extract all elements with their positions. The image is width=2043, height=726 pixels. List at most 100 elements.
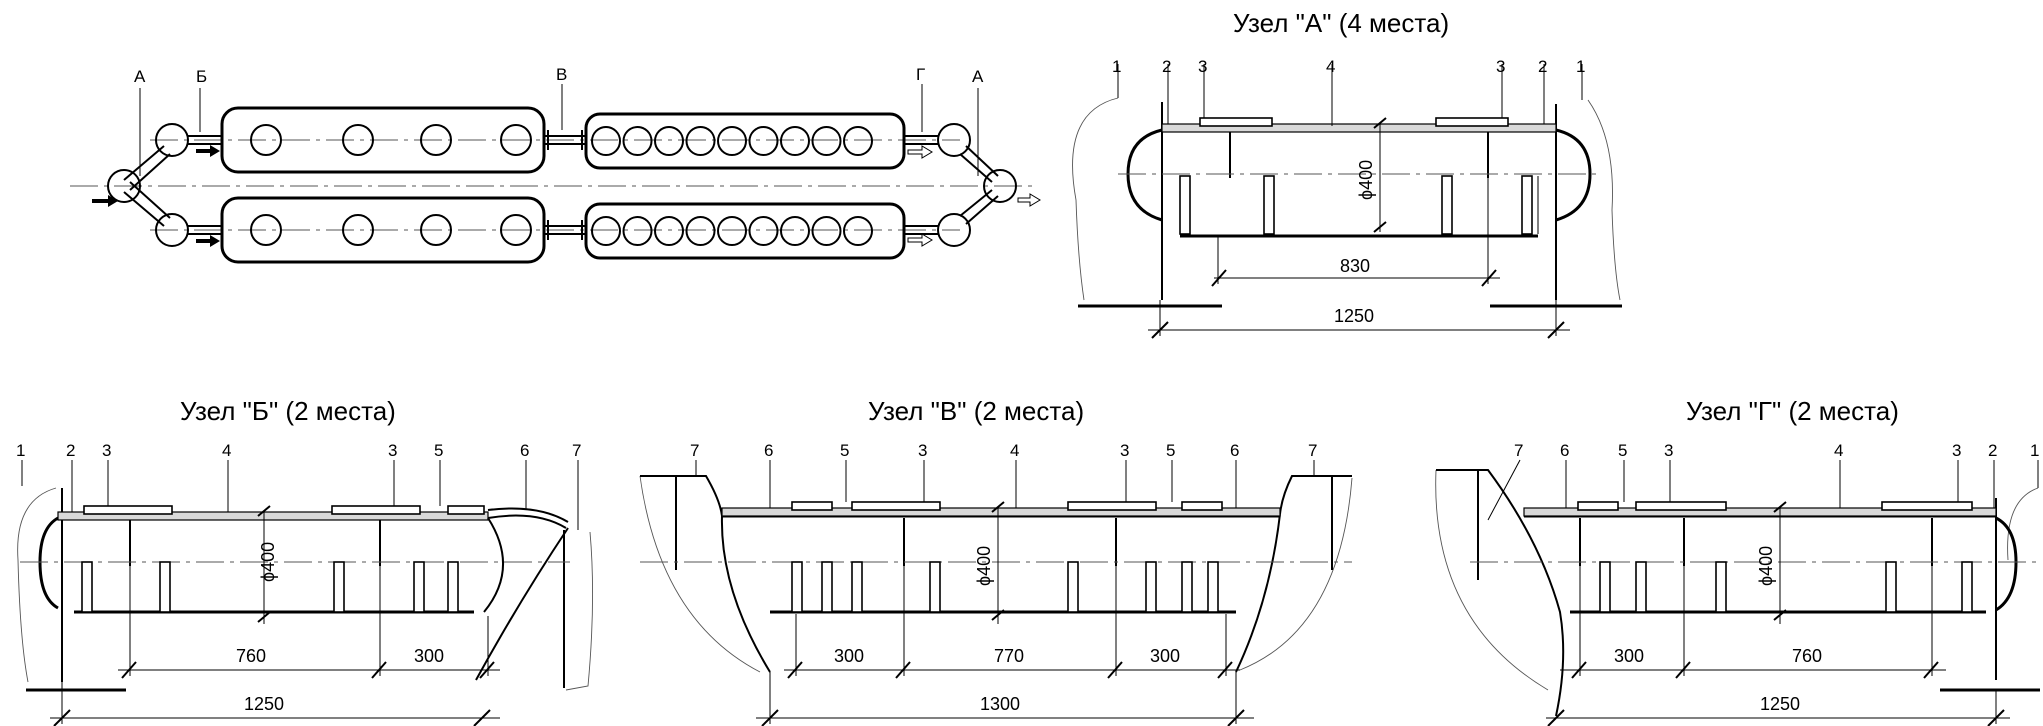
node-v-drawing: Узел "В" (2 места) ϕ400 [639,396,1353,726]
node-a-dim-inner: 830 [1340,256,1370,276]
part-label: 7 [1514,441,1523,460]
node-g-drawing: Узел "Г" (2 места) ϕ400 [1435,396,2040,726]
node-b-dim-2: 300 [414,646,444,666]
porthole-icon [342,124,374,156]
part-label: 4 [1010,441,1019,460]
porthole-icon [420,214,452,246]
flow-arrows [92,145,1041,247]
part-label: 5 [1166,441,1175,460]
porthole-icon [717,126,747,156]
scheme-label-v: В [556,65,567,84]
part-label: 6 [1560,441,1569,460]
part-label: 6 [764,441,773,460]
inlet-arrow-icon [92,195,118,207]
junction-nodes [107,123,1017,247]
scheme-label-a-right: А [972,67,984,86]
porthole-icon [250,124,282,156]
chamber-left-outline [1072,97,1119,301]
porthole-icon [685,126,716,156]
node-g-dim-2: 760 [1792,646,1822,666]
part-label: 3 [1120,441,1129,460]
connector-pipes [188,130,938,240]
porthole-icon [342,214,374,246]
porthole-icon [748,126,779,156]
vessel-right-lower [584,202,906,260]
part-label: 2 [1988,441,1997,460]
part-label: 3 [388,441,397,460]
node-b-lower [155,213,189,247]
part-label: 4 [1834,441,1843,460]
porthole-icon [500,124,532,156]
node-a-left [107,169,141,203]
part-label: 3 [1496,57,1505,76]
part-label: 2 [66,441,75,460]
scheme-label-a-left: А [134,67,146,86]
vessel-left-lower [220,196,546,264]
node-v-title: Узел "В" (2 места) [868,396,1084,426]
node-b-dim-3: 1250 [244,694,284,714]
node-b-diameter: ϕ400 [258,542,278,582]
part-label: 3 [918,441,927,460]
part-label: 5 [840,441,849,460]
porthole-icon [420,124,452,156]
part-label: 1 [16,441,25,460]
part-label: 2 [1162,57,1171,76]
part-label: 6 [520,441,529,460]
porthole-icon [685,216,716,246]
flow-arrow-icon [196,145,220,157]
porthole-icon [843,216,873,246]
part-label: 3 [1952,441,1961,460]
node-g-upper [937,123,971,157]
node-g-title: Узел "Г" (2 места) [1686,396,1899,426]
node-v-dim-1: 300 [834,646,864,666]
part-label: 1 [1112,57,1121,76]
node-v-dim-2: 770 [994,646,1024,666]
vessels [220,106,906,264]
portholes [250,124,873,246]
node-a-dim-outer: 1250 [1334,306,1374,326]
node-g-dim-3: 1250 [1760,694,1800,714]
node-b-dim-1: 760 [236,646,266,666]
node-v-diameter: ϕ400 [974,546,994,586]
part-label: 2 [1538,57,1547,76]
porthole-icon [843,126,873,156]
scheme-leaders [139,84,979,176]
part-label: 3 [102,441,111,460]
part-label: 1 [2030,441,2039,460]
part-label: 3 [1664,441,1673,460]
porthole-icon [250,214,282,246]
node-a-title: Узел "А" (4 места) [1233,8,1449,38]
porthole-icon [717,216,747,246]
part-label: 7 [690,441,699,460]
part-label: 7 [1308,441,1317,460]
flow-arrow-icon [196,235,220,247]
vessel-left-upper [220,106,546,174]
overview-scheme: А Б В Г А [70,65,1041,264]
part-label: 4 [1326,57,1335,76]
porthole-icon [622,216,653,246]
part-label: 5 [434,441,443,460]
part-label: 5 [1618,441,1627,460]
porthole-icon [811,216,842,246]
outlet-arrow-icon [907,145,933,159]
outlet-arrow-icon [1017,193,1041,207]
part-label: 6 [1230,441,1239,460]
scheme-label-g: Г [916,65,925,84]
porthole-icon [780,216,810,246]
node-g-dim-1: 300 [1614,646,1644,666]
node-g-diameter: ϕ400 [1756,546,1776,586]
node-a-diameter: ϕ400 [1356,160,1376,200]
outlet-arrow-icon [907,233,933,247]
porthole-icon [748,216,779,246]
part-label: 7 [572,441,581,460]
node-b-upper [155,123,189,157]
part-label: 4 [222,441,231,460]
node-v-dim-4: 1300 [980,694,1020,714]
porthole-icon [811,126,842,156]
porthole-icon [500,214,532,246]
node-g-lower [937,213,971,247]
node-v-dim-3: 300 [1150,646,1180,666]
porthole-icon [591,216,621,246]
node-a-drawing: Узел "А" (4 места) ϕ400 [1072,8,1622,339]
